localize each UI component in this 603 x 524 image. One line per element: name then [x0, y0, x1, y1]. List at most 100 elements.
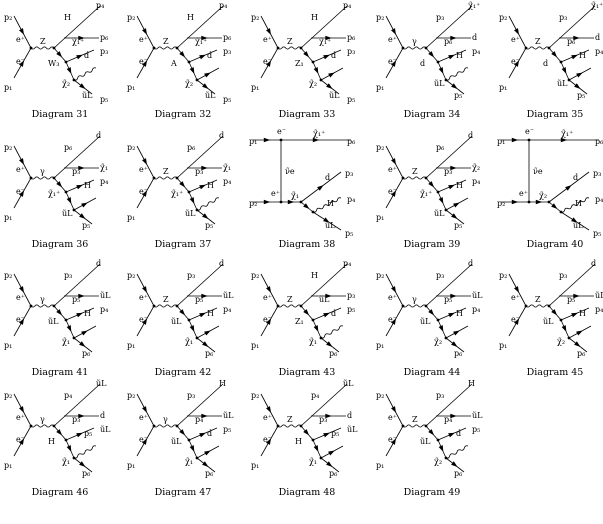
arrow-marker — [317, 185, 324, 191]
arrow-marker — [18, 438, 25, 445]
particle-label: p₁ — [127, 461, 135, 470]
particle-label: e⁺ — [139, 293, 148, 302]
particle-label: p₂ — [251, 391, 259, 400]
particle-label: e⁺ — [388, 413, 397, 422]
arrow-marker — [325, 293, 332, 299]
arrow-marker — [576, 72, 583, 78]
propagator-boson — [402, 304, 427, 308]
particle-label: p₆ — [82, 469, 90, 478]
particle-label: ũL — [420, 437, 431, 446]
arrow-marker — [141, 438, 148, 445]
propagator-boson — [30, 424, 55, 428]
arrow-marker — [303, 51, 310, 58]
particle-label: H — [311, 13, 318, 22]
particle-label: H — [579, 309, 586, 318]
particle-label: p₄ — [100, 305, 108, 314]
particle-label: p₄ — [472, 177, 480, 186]
propagator-boson — [30, 46, 55, 50]
diagram-caption: Diagram 39 — [404, 239, 461, 250]
arrow-marker — [560, 137, 568, 143]
arrow-marker — [78, 165, 85, 171]
arrow-marker — [79, 83, 86, 89]
arrow-marker — [448, 184, 455, 190]
propagator-boson — [402, 424, 427, 428]
arrow-marker — [391, 28, 397, 35]
particle-label: e⁻ — [511, 57, 520, 66]
outgoing-line-top — [176, 135, 224, 179]
particle-label: e⁺ — [139, 165, 148, 174]
particle-label: ũL — [171, 317, 182, 326]
arrow-marker — [79, 341, 86, 347]
arrow-marker — [438, 197, 444, 204]
particle-label: p₁ — [4, 461, 12, 470]
particle-label: H — [207, 309, 214, 318]
arrow-marker — [451, 83, 458, 89]
arrow-marker — [19, 158, 25, 165]
arrow-marker — [141, 190, 148, 197]
particle-label: χ̃₂ — [62, 79, 70, 88]
particle-label: p₂ — [4, 271, 12, 280]
particle-label: H — [295, 437, 302, 446]
arrow-marker — [571, 312, 578, 318]
particle-label: Z — [40, 37, 46, 46]
particle-label: d — [595, 33, 600, 42]
particle-label: H — [327, 199, 334, 208]
diagram-caption: Diagram 32 — [155, 109, 212, 120]
arrow-marker — [56, 51, 63, 58]
arrow-marker — [263, 199, 271, 205]
particle-label: e⁻ — [139, 315, 148, 324]
particle-label: p₄ — [64, 391, 72, 400]
particle-label: p₄ — [595, 47, 603, 56]
particle-label: e⁻ — [511, 315, 520, 324]
particle-label: d — [543, 59, 548, 68]
particle-label: ũL — [343, 379, 354, 388]
particle-label: e⁻ — [16, 435, 25, 444]
arrow-marker — [76, 312, 83, 318]
arrow-marker — [179, 51, 186, 58]
particle-label: p₁ — [4, 341, 12, 350]
arrow-marker — [514, 286, 520, 293]
particle-label: p₄ — [100, 177, 108, 186]
particle-label: ũL — [557, 79, 568, 88]
particle-label: p₂ — [376, 271, 384, 280]
particle-label: d — [468, 131, 473, 140]
particle-label: Z — [163, 295, 169, 304]
particle-label: p₃ — [559, 13, 567, 22]
particle-label: p₅ — [345, 229, 353, 238]
arrow-marker — [450, 165, 457, 171]
particle-label: p₅ — [223, 95, 231, 104]
propagator-boson — [153, 424, 178, 428]
arrow-marker — [201, 413, 208, 419]
particle-label: p₄ — [343, 259, 351, 268]
particle-label: γ — [412, 295, 417, 304]
particle-label: H — [456, 51, 463, 60]
arrow-marker — [189, 325, 195, 332]
particle-label: p₁ — [251, 461, 259, 470]
diagram-caption: Diagram 31 — [32, 109, 89, 120]
particle-label: χ̃₁ — [62, 457, 70, 466]
particle-label: γ — [412, 37, 417, 46]
particle-label: χ̃₁⁺ — [420, 189, 432, 198]
particle-label: p₅ — [577, 91, 585, 100]
arrow-marker — [204, 450, 211, 456]
arrow-marker — [81, 330, 88, 336]
arrow-marker — [78, 35, 85, 41]
particle-label: p₂ — [4, 143, 12, 152]
arrow-marker — [438, 67, 444, 74]
arrow-marker — [323, 312, 330, 318]
particle-label: p₃ — [347, 291, 355, 300]
arrow-marker — [328, 450, 335, 456]
particle-label: p₅ — [331, 429, 339, 438]
particle-label: p₃ — [436, 271, 444, 280]
particle-label: p₁ — [249, 137, 257, 146]
particle-label: e⁻ — [525, 127, 534, 136]
scalar-line — [445, 67, 469, 81]
particle-label: e⁻ — [139, 187, 148, 196]
arrow-marker — [323, 432, 330, 438]
particle-label: p₂ — [499, 13, 507, 22]
higgs-line — [312, 197, 342, 213]
particle-label: e⁻ — [16, 57, 25, 66]
